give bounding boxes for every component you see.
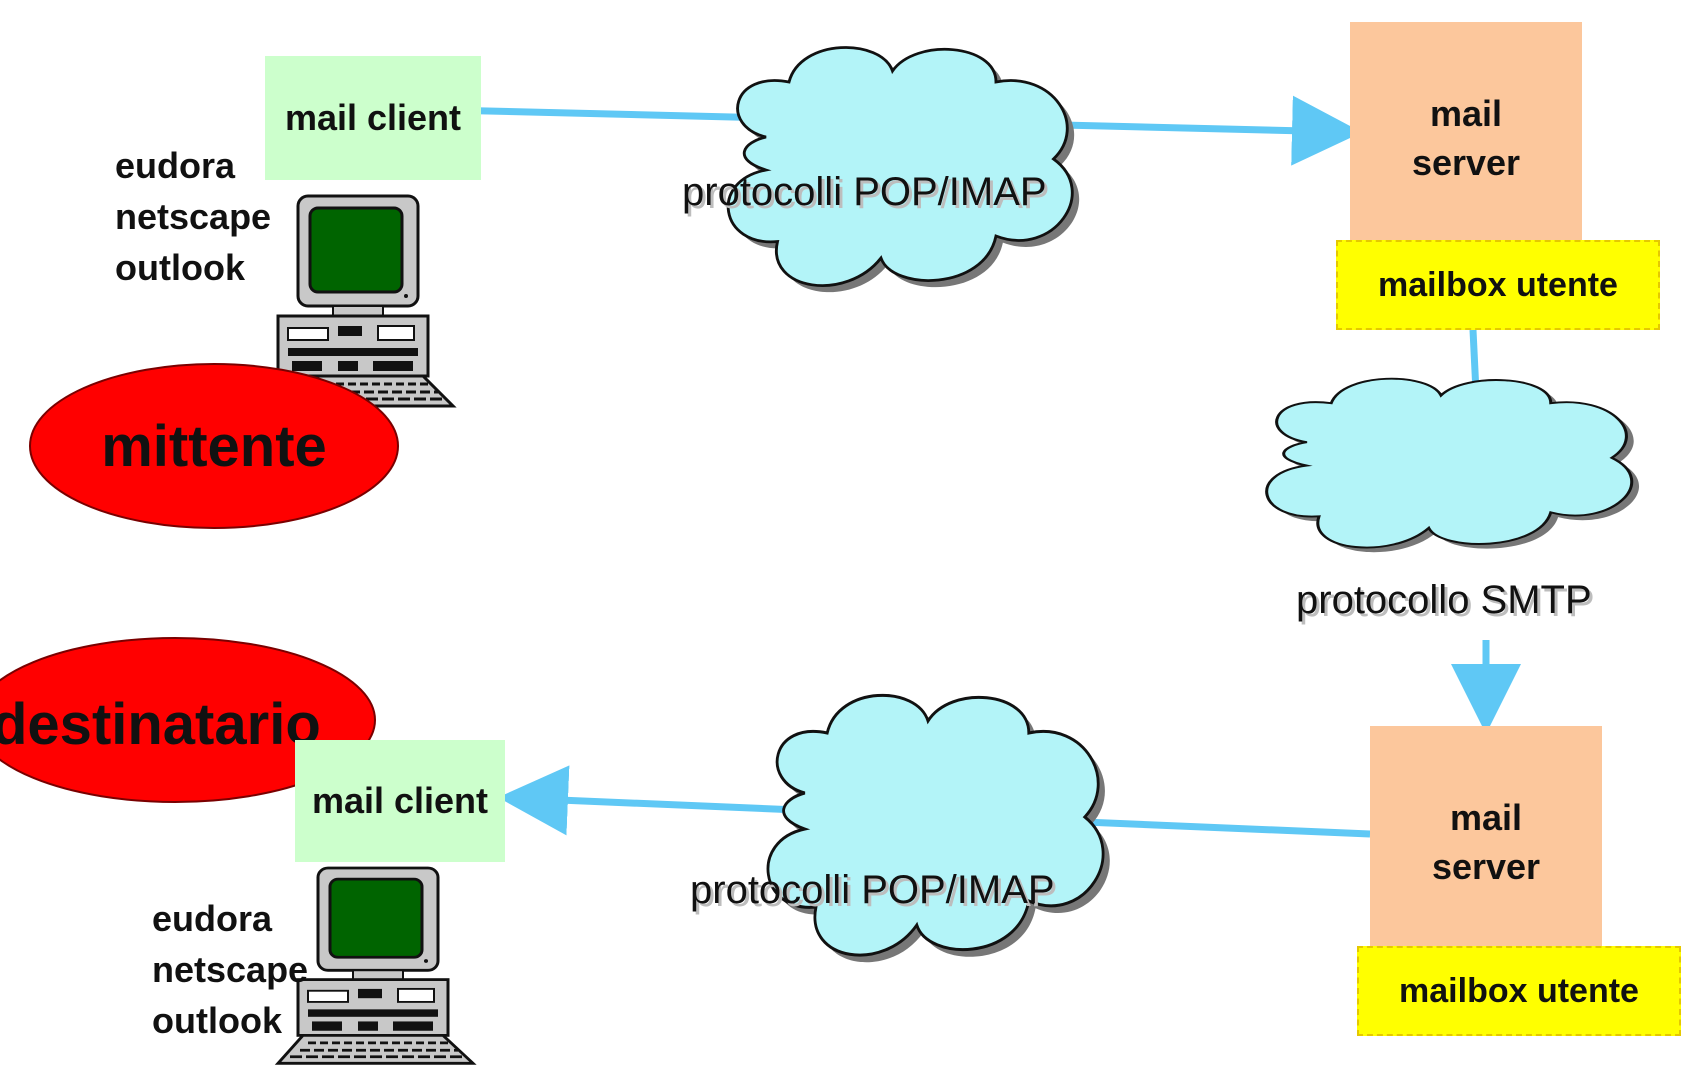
mailbox-top: mailbox utente <box>1336 240 1660 330</box>
server-bottom-line2: server <box>1431 845 1541 887</box>
recipient-role-label: destinatario <box>0 684 370 764</box>
recipient-app-item: eudora <box>152 898 273 939</box>
sender-app-item: outlook <box>115 247 245 288</box>
recipient-app-item: netscape <box>152 949 309 990</box>
sender-ellipse <box>29 363 399 529</box>
mail-server-top-label: mail server <box>1350 90 1582 187</box>
sender-app-item: eudora <box>115 145 236 186</box>
server-bottom-line1: mail <box>1449 797 1523 838</box>
protocol-label-top: protocolli POP/IMAP <box>682 170 1047 214</box>
mail-server-bottom-label: mail server <box>1370 794 1602 891</box>
sender-role-text: mittente <box>101 413 327 479</box>
cloud-icon <box>766 693 1110 963</box>
recipient-client-label: mail client <box>311 780 489 821</box>
recipient-ellipse <box>0 637 376 803</box>
sender-client-box: mail client <box>265 56 481 180</box>
mailbox-bottom: mailbox utente <box>1357 946 1681 1036</box>
recipient-role-text: destinatario <box>0 691 321 757</box>
sender-app-item: netscape <box>115 196 272 237</box>
recipient-app-item: outlook <box>152 1000 282 1041</box>
cloud-icon <box>1265 377 1640 553</box>
sender-role-label: mittente <box>30 406 398 486</box>
mail-server-bottom: mail server <box>1370 726 1602 950</box>
sender-apps: eudora netscape outlook <box>115 140 271 293</box>
protocol-label-bottom: protocolli POP/IMAP <box>690 868 1055 912</box>
recipient-client-box: mail client <box>295 740 505 862</box>
mail-server-top: mail server <box>1350 22 1582 246</box>
server-top-line2: server <box>1411 141 1521 183</box>
protocol-label-middle: protocollo SMTP <box>1296 578 1592 622</box>
recipient-apps: eudora netscape outlook <box>152 893 308 1046</box>
server-top-line1: mail <box>1429 93 1503 134</box>
sender-client-label: mail client <box>284 97 462 138</box>
